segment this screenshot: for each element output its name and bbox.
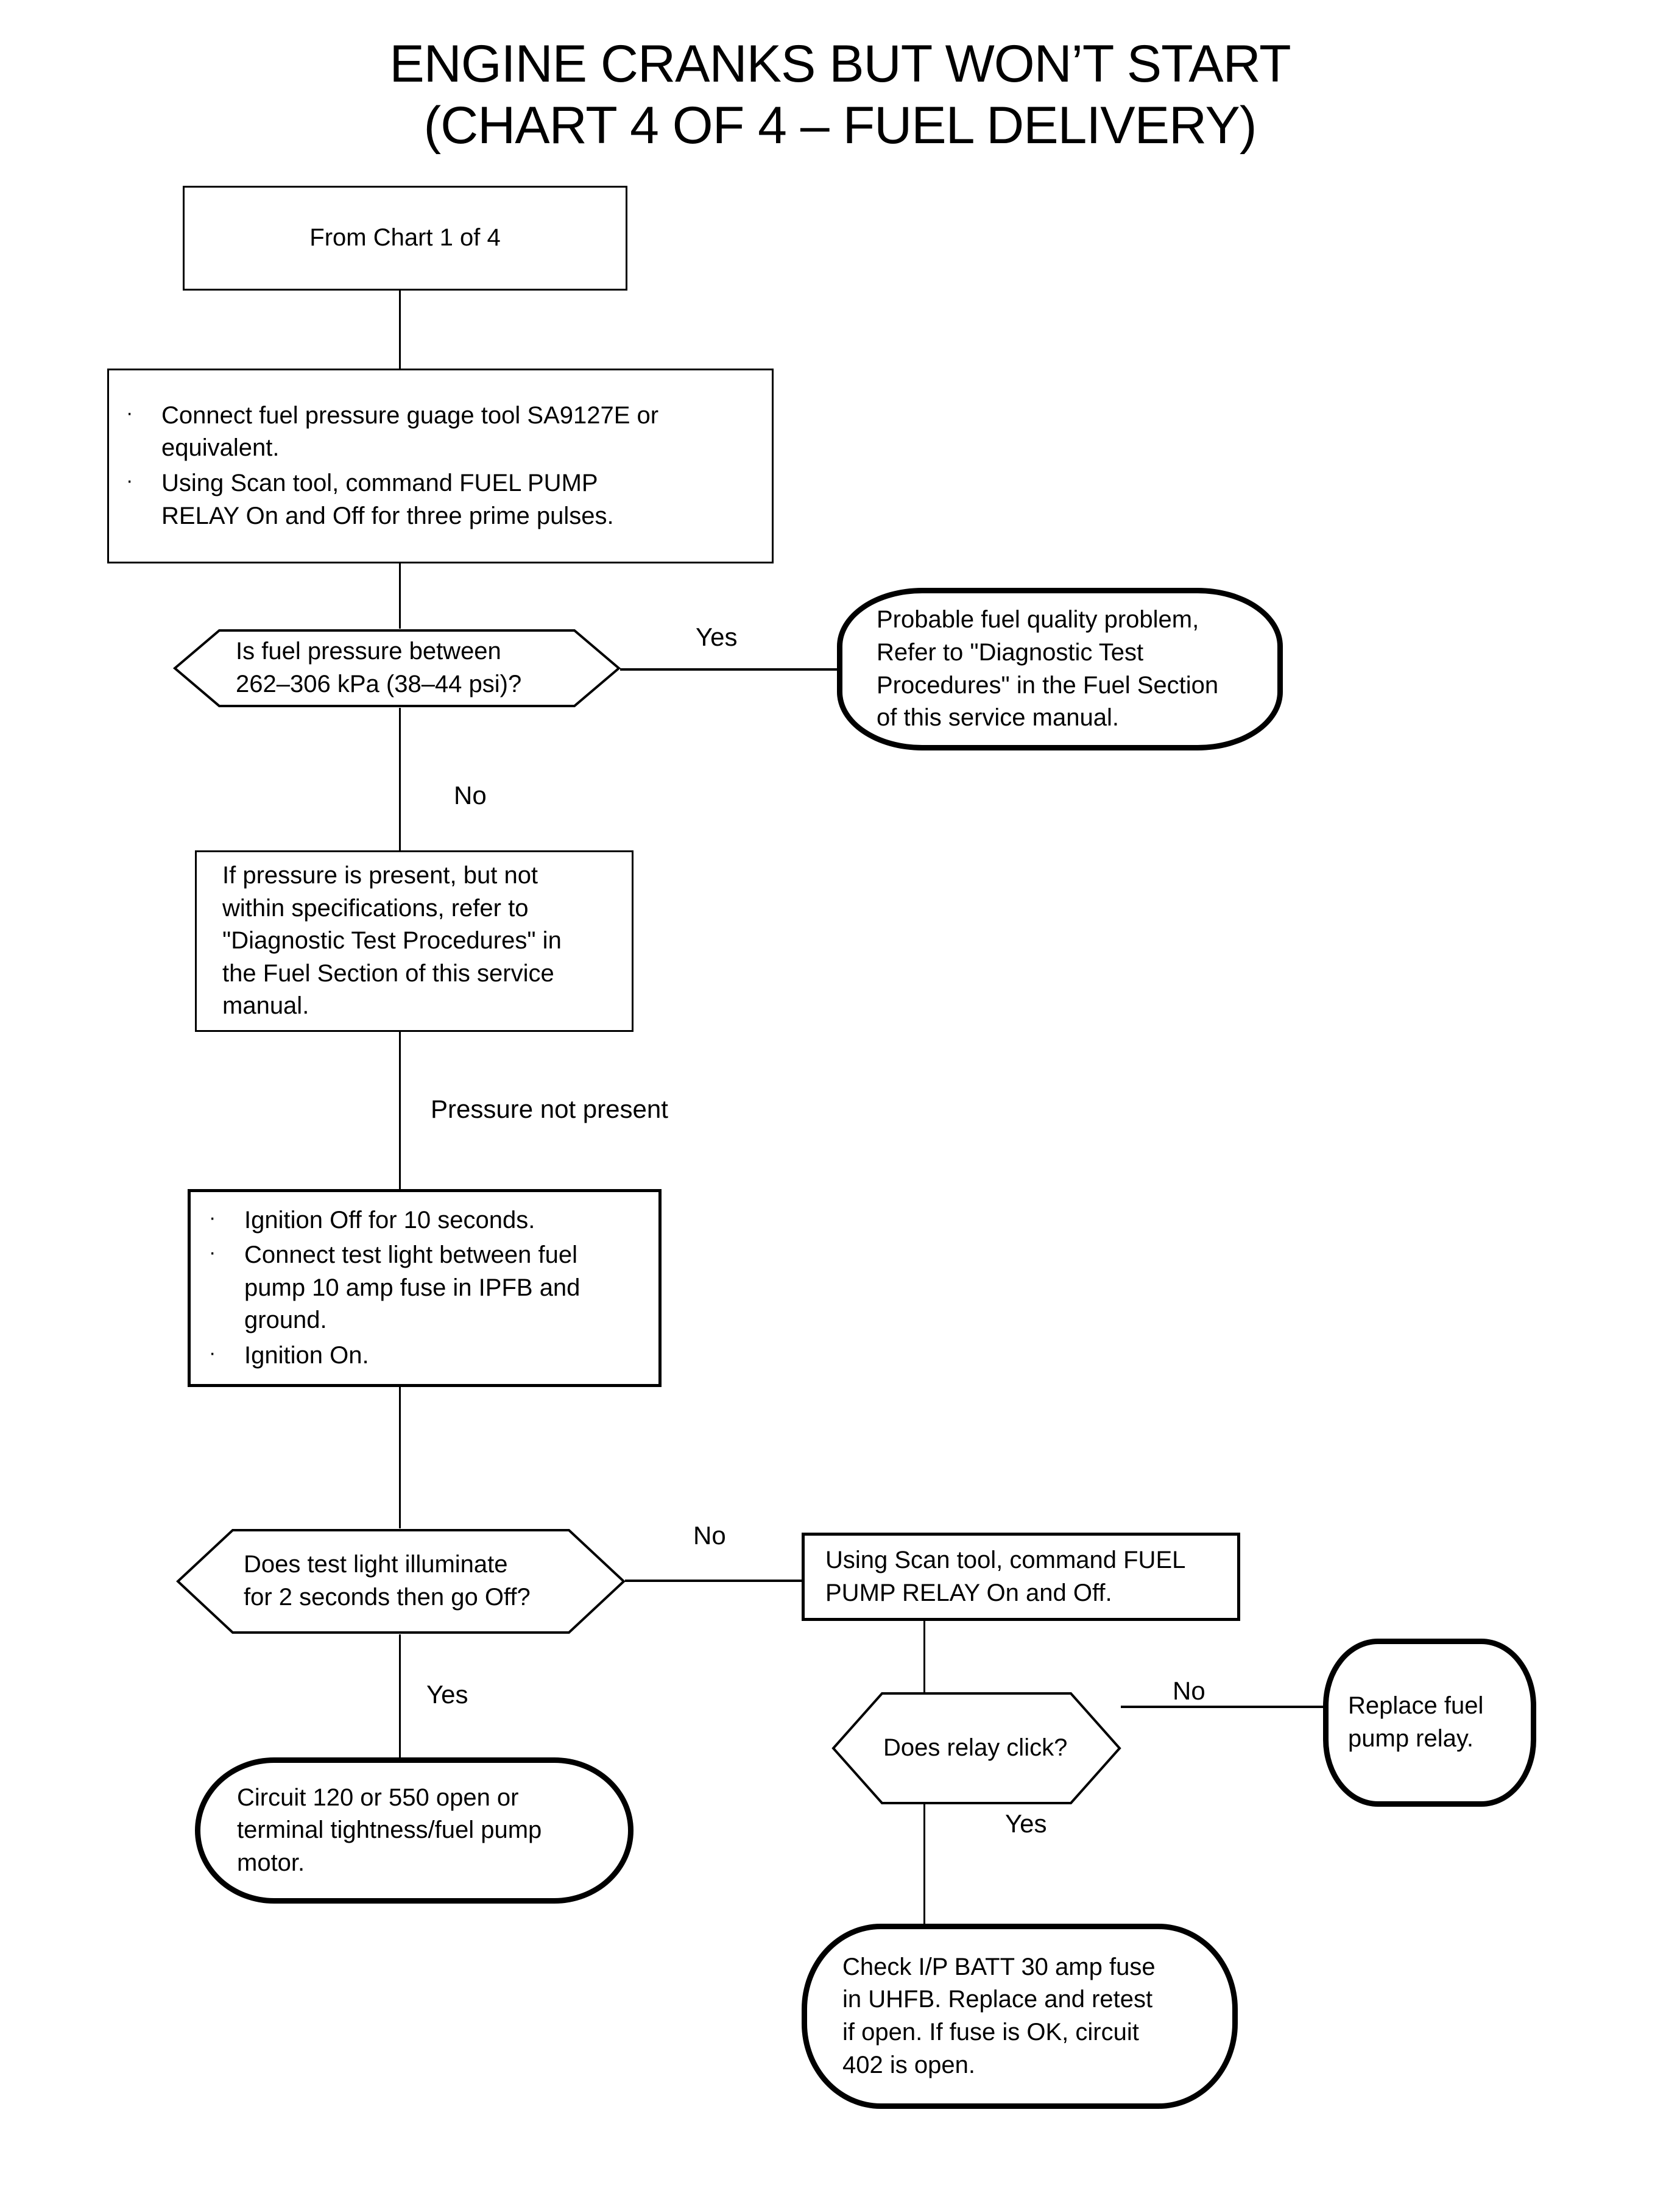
bullet-dot-icon: · <box>126 401 133 425</box>
node-terminal3-text: Replace fuel pump relay. <box>1348 1692 1484 1752</box>
node-step3-text: Using Scan tool, command FUEL PUMP RELAY… <box>825 1546 1186 1606</box>
page-title: ENGINE CRANKS BUT WON’T START (CHART 4 O… <box>389 35 1291 155</box>
bullet-dot-icon: · <box>209 1241 216 1265</box>
connector-decision2-to-terminal2 <box>399 1634 401 1757</box>
connector-step2-to-decision2 <box>399 1387 401 1528</box>
list-item: · Ignition Off for 10 seconds. <box>209 1204 637 1237</box>
step2-bullet-2-text: Connect test light between fuel pump 10 … <box>244 1241 581 1334</box>
edge-label-yes-decision1: Yes <box>696 623 738 651</box>
node-decision1-fuel-pressure-range: Is fuel pressure between 262–306 kPa (38… <box>174 629 620 708</box>
connector-step3-to-decision3 <box>923 1620 925 1693</box>
node-terminal2-circuit-120-550-open: Circuit 120 or 550 open or terminal tigh… <box>195 1757 634 1904</box>
node-step2-ignition-test-light: · Ignition Off for 10 seconds. · Connect… <box>188 1189 662 1387</box>
hexagon-outline <box>174 629 620 708</box>
edge-label-yes-decision3: Yes <box>1005 1809 1047 1838</box>
edge-label-no-decision3: No <box>1173 1676 1205 1705</box>
step2-bullet-list: · Ignition Off for 10 seconds. · Connect… <box>209 1204 637 1372</box>
node-terminal1-fuel-quality-problem: Probable fuel quality problem, Refer to … <box>837 588 1283 750</box>
edge-label-no-decision1: No <box>454 781 487 810</box>
node-terminal1-text: Probable fuel quality problem, Refer to … <box>877 606 1219 732</box>
connector-note1-to-step2 <box>399 1032 401 1189</box>
list-item: · Using Scan tool, command FUEL PUMP REL… <box>126 467 746 532</box>
bullet-dot-icon: · <box>126 469 133 492</box>
connector-decision1-to-terminal1 <box>620 668 837 671</box>
step2-bullet-1-text: Ignition Off for 10 seconds. <box>244 1206 535 1234</box>
connector-step1-to-decision1 <box>399 563 401 629</box>
connector-decision3-to-terminal3 <box>1121 1706 1323 1708</box>
node-terminal4-text: Check I/P BATT 30 amp fuse in UHFB. Repl… <box>842 1953 1156 2078</box>
node-terminal4-check-ip-batt-fuse: Check I/P BATT 30 amp fuse in UHFB. Repl… <box>802 1924 1238 2109</box>
list-item: · Connect test light between fuel pump 1… <box>209 1239 637 1337</box>
connector-entry-to-step1 <box>399 290 401 369</box>
edge-label-pressure-not-present: Pressure not present <box>431 1095 668 1123</box>
node-terminal3-replace-fuel-pump-relay: Replace fuel pump relay. <box>1323 1639 1536 1807</box>
node-note1-diagnostic-test-procedures: If pressure is present, but not within s… <box>195 850 634 1032</box>
connector-decision1-to-note1 <box>399 708 401 850</box>
bullet-dot-icon: · <box>209 1206 216 1229</box>
node-entry-from-chart-1: From Chart 1 of 4 <box>183 186 627 291</box>
connector-decision2-to-step3 <box>625 1580 803 1582</box>
edge-label-no-decision2: No <box>693 1521 726 1550</box>
hexagon-outline <box>832 1692 1121 1805</box>
step1-bullet-2-text: Using Scan tool, command FUEL PUMP RELAY… <box>161 470 614 529</box>
node-note1-text: If pressure is present, but not within s… <box>222 862 562 1020</box>
node-entry-text: From Chart 1 of 4 <box>309 224 501 252</box>
node-decision3-text: Does relay click? <box>883 1734 1068 1762</box>
step1-bullet-list: · Connect fuel pressure guage tool SA912… <box>126 400 746 532</box>
step1-bullet-1-text: Connect fuel pressure guage tool SA9127E… <box>161 401 659 462</box>
node-step1-connect-gauge: · Connect fuel pressure guage tool SA912… <box>107 369 774 563</box>
list-item: · Connect fuel pressure guage tool SA912… <box>126 400 746 465</box>
node-decision2-test-light-illuminate: Does test light illuminate for 2 seconds… <box>177 1528 625 1634</box>
connector-decision3-to-terminal4 <box>923 1804 925 1924</box>
node-decision1-text: Is fuel pressure between 262–306 kPa (38… <box>236 638 522 697</box>
node-decision2-text: Does test light illuminate for 2 seconds… <box>244 1551 531 1611</box>
node-terminal2-text: Circuit 120 or 550 open or terminal tigh… <box>237 1784 542 1876</box>
edge-label-yes-decision2: Yes <box>426 1680 468 1709</box>
bullet-dot-icon: · <box>209 1341 216 1364</box>
node-decision3-does-relay-click: Does relay click? <box>832 1692 1121 1805</box>
hexagon-outline <box>177 1528 625 1634</box>
node-step3-command-fuel-pump-relay: Using Scan tool, command FUEL PUMP RELAY… <box>802 1533 1240 1621</box>
step2-bullet-3-text: Ignition On. <box>244 1341 369 1369</box>
list-item: · Ignition On. <box>209 1340 637 1372</box>
